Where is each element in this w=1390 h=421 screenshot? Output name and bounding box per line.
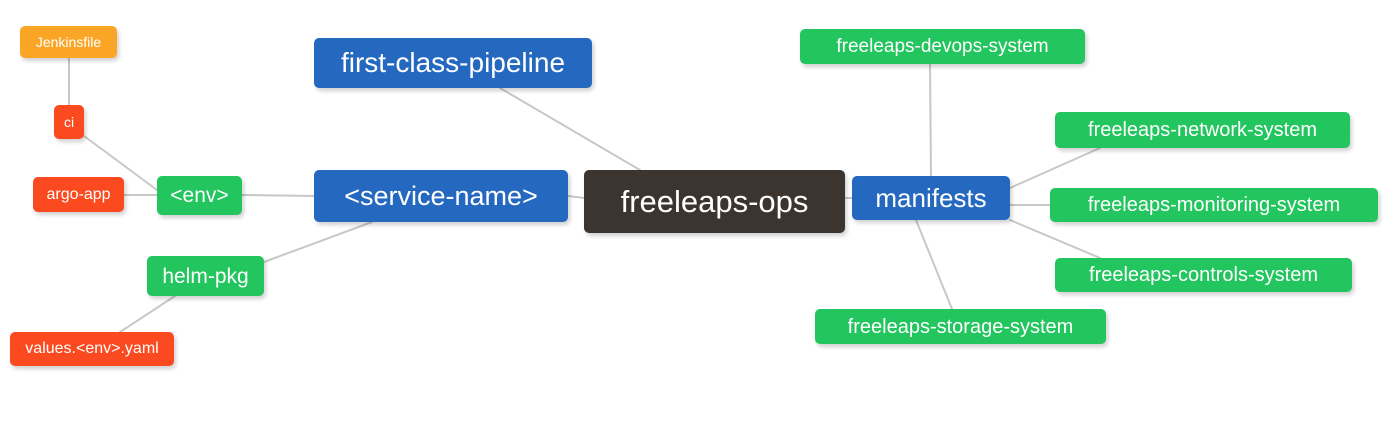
node-jenkinsfile[interactable]: Jenkinsfile [20,26,117,58]
node-freeleaps-storage-system[interactable]: freeleaps-storage-system [815,309,1106,344]
edge-manifests-to-freeleaps-devops-system [929,63,932,177]
node-label: ci [63,114,75,130]
edge-env-to-service-name [241,194,315,197]
node-label: freeleaps-devops-system [836,36,1049,57]
node-ci[interactable]: ci [54,105,84,139]
node-label: <env> [170,184,229,207]
node-label: freeleaps-ops [620,184,809,219]
edge-helm-pkg-to-service-name [263,221,373,263]
edge-manifests-to-freeleaps-storage-system [915,219,953,310]
node-label: <service-name> [344,180,538,211]
edge-manifests-to-freeleaps-network-system [1009,147,1101,189]
edge-manifests-to-freeleaps-controls-system [1009,219,1101,259]
node-label: first-class-pipeline [340,47,566,78]
node-label: freeleaps-storage-system [847,315,1074,338]
node-freeleaps-monitoring-system[interactable]: freeleaps-monitoring-system [1050,188,1378,222]
node-freeleaps-controls-system[interactable]: freeleaps-controls-system [1055,258,1352,292]
node-freeleaps-network-system[interactable]: freeleaps-network-system [1055,112,1350,148]
node-freeleaps-devops-system[interactable]: freeleaps-devops-system [800,29,1085,64]
node-label: Jenkinsfile [35,34,102,50]
node-label: helm-pkg [162,264,249,288]
node-values-env-yaml[interactable]: values.<env>.yaml [10,332,174,366]
node-label: freeleaps-monitoring-system [1087,194,1341,216]
node-label: manifests [875,183,987,213]
node-service-name[interactable]: <service-name> [314,170,568,222]
node-label: values.<env>.yaml [25,340,159,357]
node-argo-app[interactable]: argo-app [33,177,124,212]
node-first-class-pipeline[interactable]: first-class-pipeline [314,38,592,88]
node-label: freeleaps-network-system [1088,119,1317,141]
edge-values-env-yaml-to-helm-pkg [119,295,176,333]
node-env[interactable]: <env> [157,176,242,215]
node-manifests[interactable]: manifests [852,176,1010,220]
node-label: argo-app [46,185,111,203]
edge-first-class-pipeline-to-freeleaps-ops [499,87,641,171]
node-helm-pkg[interactable]: helm-pkg [147,256,264,296]
edge-service-name-to-freeleaps-ops [567,195,585,199]
node-freeleaps-ops[interactable]: freeleaps-ops [584,170,845,233]
node-label: freeleaps-controls-system [1089,264,1318,286]
